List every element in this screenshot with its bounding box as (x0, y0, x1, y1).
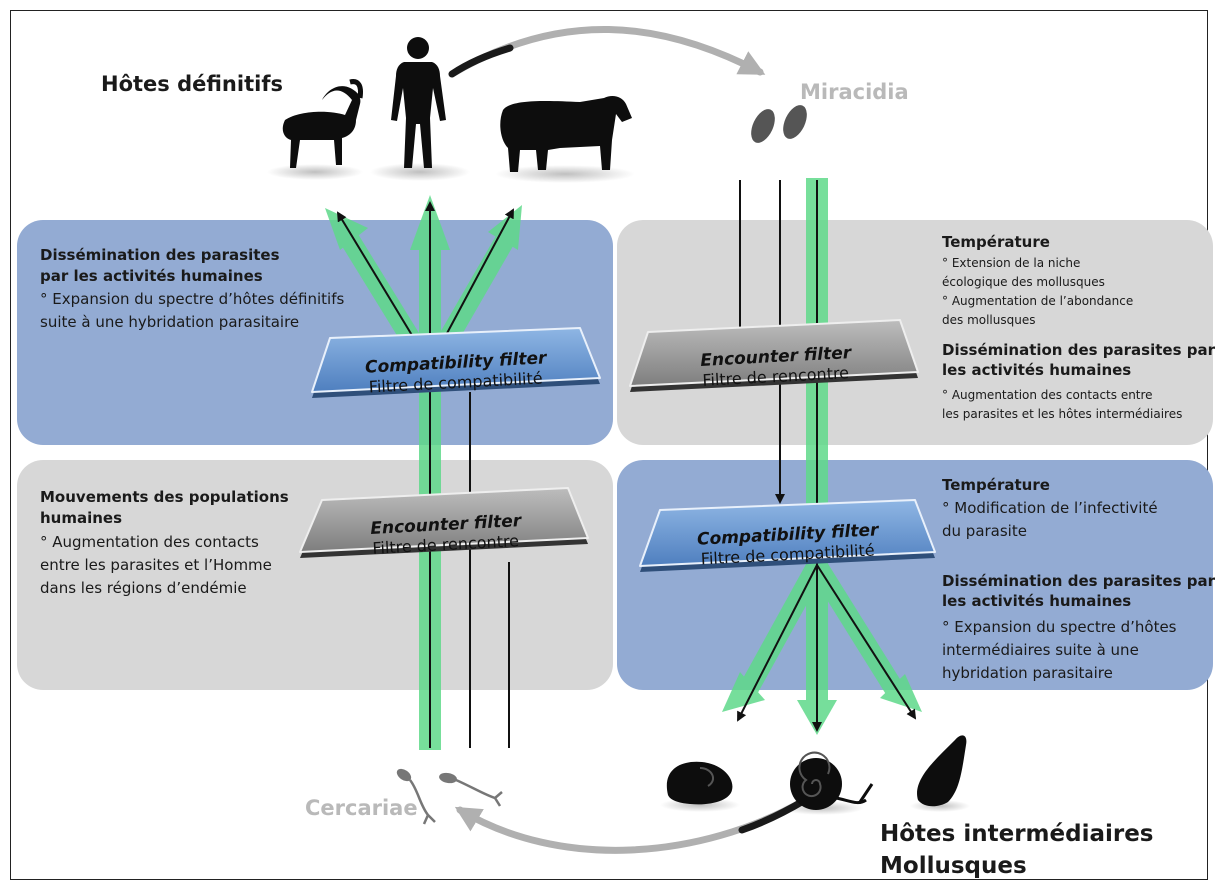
cycle-arrow-top (448, 25, 766, 78)
right-bottom-diss-body: ° Expansion du spectre d’hôtes intermédi… (942, 618, 1177, 682)
right-top-temp-body: ° Extension de la niche écologique des m… (942, 256, 1134, 327)
cow-icon (495, 96, 635, 183)
left-top-title-2: par les activités humaines (40, 267, 263, 285)
snail-icon (660, 761, 740, 812)
filter-right-encounter: Encounter filter Filtre de rencontre (629, 319, 919, 392)
right-top-diss-body: ° Augmentation des contacts entre les pa… (942, 388, 1183, 421)
label-intermediate-hosts-1: Hôtes intermédiaires (880, 821, 1154, 847)
label-cercariae: Cercariae (305, 796, 418, 820)
right-top-temp-title: Température (942, 233, 1050, 251)
label-intermediate-hosts-2: Mollusques (880, 853, 1027, 879)
human-icon (370, 37, 470, 181)
left-bottom-body: ° Augmentation des contacts entre les pa… (40, 533, 272, 597)
filter-right-compatibility: Compatibility filter Filtre de compatibi… (639, 499, 936, 572)
filter-left-encounter: Encounter filter Filtre de rencontre (299, 487, 589, 558)
snail-icon (780, 751, 874, 815)
label-miracidia: Miracidia (800, 80, 909, 104)
right-green-flow (722, 178, 922, 735)
right-bottom-temp-title: Température (942, 476, 1050, 494)
ibex-icon (267, 79, 363, 180)
left-top-title-1: Dissémination des parasites (40, 246, 280, 264)
cercariae-icon (396, 768, 503, 825)
right-top-diss-title: Dissémination des parasites par les acti… (942, 341, 1215, 379)
right-black-lines (735, 180, 917, 732)
snail-icon (910, 735, 970, 812)
left-green-flow (325, 195, 522, 750)
right-bottom-diss-title: Dissémination des parasites par les acti… (942, 572, 1215, 610)
cycle-arrow-bottom (454, 796, 809, 854)
label-definitive-hosts: Hôtes définitifs (101, 72, 283, 96)
left-bottom-title-1: Mouvements des populations (40, 488, 289, 506)
panel-right-bottom (617, 460, 1213, 690)
left-bottom-title-2: humaines (40, 509, 123, 527)
miracidia-icon (751, 105, 807, 143)
filter-left-compatibility: Compatibility filter Filtre de compatibi… (311, 327, 601, 398)
left-top-body: ° Expansion du spectre d’hôtes définitif… (40, 290, 345, 331)
right-bottom-temp-body: ° Modification de l’infectivité du paras… (942, 499, 1158, 540)
